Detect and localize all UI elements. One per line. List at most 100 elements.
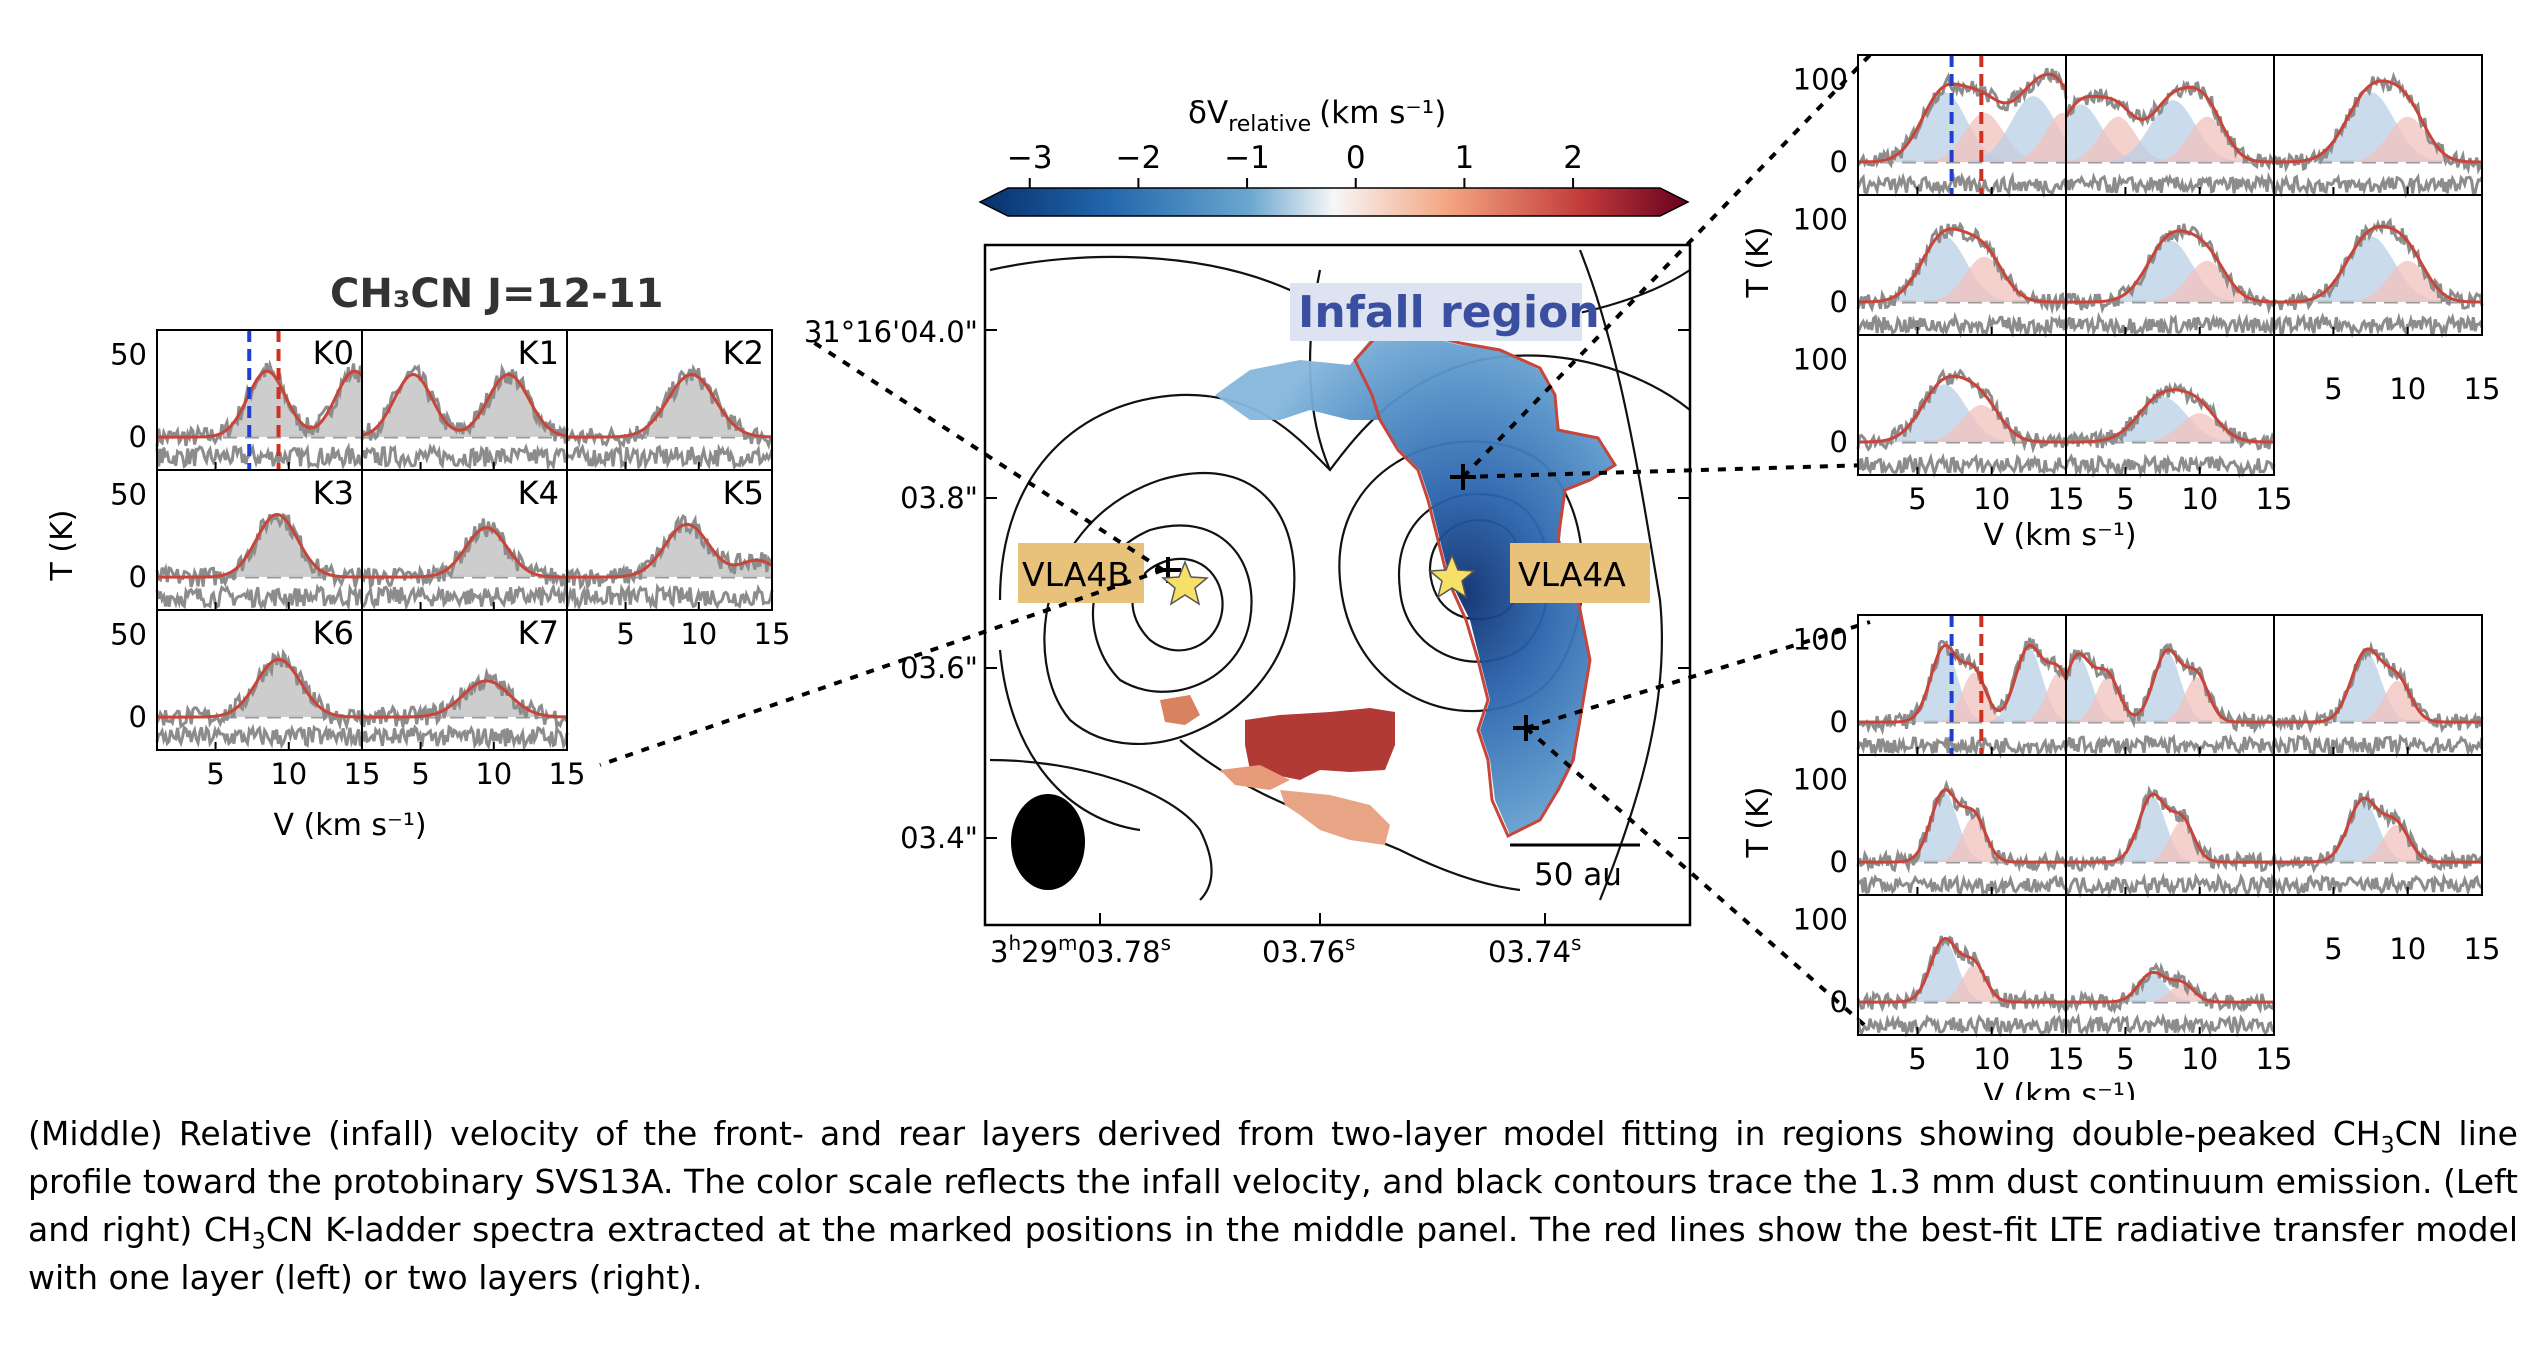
front-layer-fill <box>2066 652 2274 723</box>
residual-trace <box>2064 453 2276 479</box>
residual-trace <box>2065 1012 2276 1038</box>
panel-label: K2 <box>723 334 764 372</box>
caption-part-1: CN line profile toward the protobinary S… <box>28 1114 2518 1249</box>
left-xlabel: V (km s⁻¹) <box>273 808 426 843</box>
vla4a-label: VLA4A <box>1518 555 1626 594</box>
y-tick-label: 0 <box>129 420 147 454</box>
y-tick-label: 100 <box>1793 343 1848 377</box>
x-tick-label: 10 <box>270 757 307 791</box>
model-curve <box>361 372 568 438</box>
colorbar-label: δVrelative(km s⁻¹) <box>1188 95 1446 137</box>
data-trace <box>155 512 363 589</box>
data-trace <box>2064 961 2276 1015</box>
colorbar-tick-label: 0 <box>1346 140 1366 176</box>
data-trace <box>360 518 569 590</box>
x-tick-label: 15 <box>754 617 791 651</box>
model-curve <box>2274 796 2482 864</box>
red-patch-main <box>1245 708 1395 780</box>
model-curve <box>1858 374 2066 444</box>
residual-trace <box>2272 173 2484 199</box>
front-layer-fill <box>1858 96 2066 163</box>
front-layer-fill <box>2274 92 2482 163</box>
figure-caption: (Middle) Relative (infall) velocity of t… <box>28 1114 2518 1297</box>
rear-layer-fill <box>2274 680 2482 723</box>
data-trace <box>2272 217 2484 311</box>
right-top-xlabel: V (km s⁻¹) <box>1983 518 2136 553</box>
map-x-ticks: 3h29m03.78s 03.76s 03.74s <box>990 931 1581 969</box>
x-tick-label: 5 <box>2116 482 2134 516</box>
two-layer-panel <box>2272 54 2484 199</box>
model-curve <box>157 512 362 579</box>
x-tick-label: 15 <box>549 757 586 791</box>
colorbar-tick-label: −2 <box>1116 140 1162 176</box>
spectrum-panel-k2: K2 <box>565 329 774 471</box>
map-y-tickmarks <box>985 329 1690 925</box>
red-patch-small <box>1160 695 1200 725</box>
map-x-tick-1: 03.76s <box>1262 931 1355 969</box>
front-layer-fill <box>2274 800 2482 863</box>
right-top-ylabel: T (K) <box>1741 227 1776 299</box>
x-tick-label: 5 <box>2324 372 2342 406</box>
colorbar-tick-label: 2 <box>1563 140 1583 176</box>
panel-label: K1 <box>518 334 559 372</box>
x-tick-label: 15 <box>2464 372 2501 406</box>
x-tick-label: 15 <box>2256 1042 2293 1076</box>
panel-label: K4 <box>518 474 559 512</box>
residual-trace <box>2064 872 2276 899</box>
x-tick-label: 10 <box>680 617 717 651</box>
residual-trace <box>565 442 774 471</box>
data-trace <box>1856 67 2068 169</box>
panel-label: K3 <box>313 474 354 512</box>
rear-layer-fill <box>1858 816 2066 863</box>
caption-part-2: CN K-ladder spectra extracted at the mar… <box>28 1210 2518 1297</box>
caption-part-0: (Middle) Relative (infall) velocity of t… <box>28 1114 2381 1153</box>
residual-trace <box>1856 873 2068 897</box>
x-tick-label: 10 <box>2181 482 2218 516</box>
spectrum-panel-k1: K1 <box>360 329 569 472</box>
rear-layer-fill <box>2274 825 2482 863</box>
x-tick-label: 10 <box>1973 482 2010 516</box>
vla4a-label-box <box>1510 543 1650 603</box>
model-fill <box>362 374 567 438</box>
two-layer-panel <box>2064 194 2276 339</box>
x-tick-label: 10 <box>2389 372 2426 406</box>
beam-ellipse <box>1011 794 1085 890</box>
y-tick-label: 0 <box>129 700 147 734</box>
model-curve <box>157 657 362 719</box>
rear-layer-fill <box>1858 965 2066 1003</box>
red-patch-faint <box>1220 765 1290 790</box>
infall-label-box <box>1290 283 1582 341</box>
map-y-tick-2: 03.6" <box>900 651 978 685</box>
y-tick-label: 50 <box>110 478 147 512</box>
rear-layer-fill <box>2066 413 2274 443</box>
residual-trace <box>2064 171 2276 196</box>
panel-frame <box>2065 754 2275 896</box>
residual-trace <box>361 582 569 612</box>
y-tick-label: 0 <box>1830 845 1848 879</box>
x-tick-label: 5 <box>1908 1042 1926 1076</box>
two-layer-panel <box>2064 754 2276 899</box>
two-layer-panel <box>2064 614 2276 758</box>
y-tick-label: 100 <box>1793 903 1848 937</box>
left-ylabel: T (K) <box>45 510 80 582</box>
model-curve <box>2066 792 2274 864</box>
star-vla4a-icon <box>1428 552 1476 599</box>
x-tick-label: 15 <box>344 757 381 791</box>
colorbar-tick-label: −1 <box>1224 140 1270 176</box>
y-tick-label: 0 <box>1830 985 1848 1019</box>
y-tick-label: 100 <box>1793 623 1848 657</box>
model-curve <box>362 526 567 579</box>
rear-layer-fill <box>1858 405 2066 443</box>
model-fill <box>157 371 362 438</box>
right-bottom-xlabel: V (km s⁻¹) <box>1983 1078 2136 1100</box>
vla4b-label-box <box>1018 543 1144 603</box>
residual-trace <box>2272 312 2484 339</box>
model-curve <box>567 372 773 439</box>
